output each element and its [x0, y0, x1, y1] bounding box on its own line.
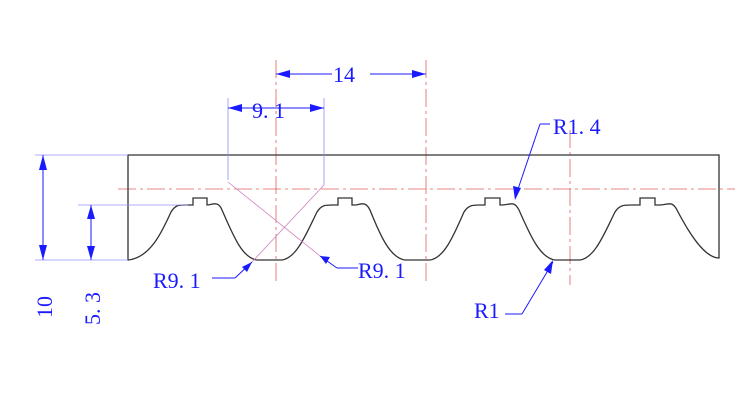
label-top-land-radius-text: R1. 4 — [553, 114, 601, 139]
label-top-land-radius: R1. 4 — [513, 114, 601, 200]
label-root-radius-text: R1 — [474, 298, 500, 323]
centerlines — [118, 60, 735, 285]
dim-total-height: 10 — [32, 155, 57, 318]
dim-pitch: 14 — [276, 62, 426, 87]
label-flank-left-text: R9. 1 — [153, 268, 201, 293]
label-flank-right-text: R9. 1 — [358, 258, 406, 283]
dim-tooth-height-text: 5. 3 — [80, 292, 105, 325]
dim-tooth-height: 5. 3 — [80, 205, 105, 325]
label-root-radius: R1 — [474, 260, 554, 323]
dim-tooth-width: 9. 1 — [228, 98, 324, 123]
dim-pitch-text: 14 — [333, 62, 355, 87]
belt-outline — [127, 154, 720, 261]
dim-tooth-width-text: 9. 1 — [252, 98, 285, 123]
label-flank-left: R9. 1 — [153, 261, 253, 293]
dim-total-height-text: 10 — [32, 296, 57, 318]
label-flank-right: R9. 1 — [319, 255, 406, 283]
extension-lines — [35, 98, 325, 261]
leaders-flank-radius — [227, 181, 325, 263]
